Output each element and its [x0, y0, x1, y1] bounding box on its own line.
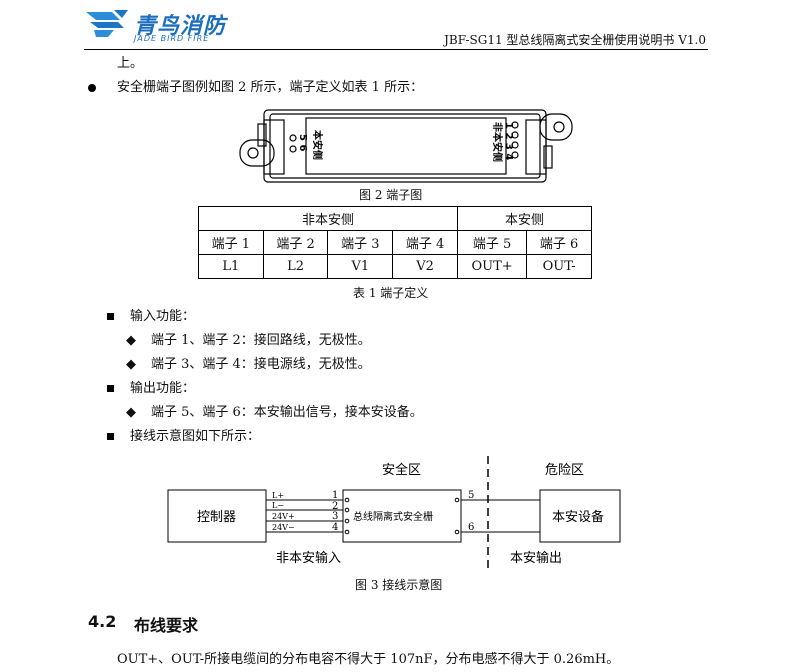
table-column-header: 端子 6: [526, 230, 592, 255]
logo-english-name: JADE BIRD FIRE: [134, 34, 210, 43]
terminal-device-drawing: 本安侧 5 6 非本安侧 1 2 3 4: [239, 109, 573, 183]
wiring-diagram-title: 接线示意图如下所示：: [130, 429, 261, 444]
square-bullet-icon: [107, 313, 114, 320]
terminal-number: 5: [468, 490, 474, 501]
table-1-caption: 表 1 端子定义: [353, 286, 429, 300]
bullet-dot-icon: [88, 84, 96, 92]
table-group-header: 非本安侧: [198, 206, 458, 231]
input-item-2: 端子 3、端子 4：接电源线，无极性。: [151, 357, 371, 372]
table-cell: L2: [262, 254, 329, 279]
logo-chinese-name: 青鸟消防: [134, 14, 227, 39]
figure-2-caption: 图 2 端子图: [359, 188, 423, 202]
diamond-bullet-icon: ◆: [126, 357, 136, 372]
terminal-number: 6: [468, 522, 474, 533]
section-title: 布线要求: [134, 616, 199, 635]
device-right-numbers: 1 2 3 4: [503, 122, 514, 160]
table-group-header: 本安侧: [456, 206, 593, 231]
section-number: 4.2: [88, 612, 117, 631]
jade-bird-logo-icon: [86, 10, 128, 37]
terminal-number: 4: [332, 522, 338, 533]
device-left-numbers: 5 6: [297, 134, 308, 151]
output-function-title: 输出功能：: [130, 381, 196, 396]
danger-zone-label: 危险区: [545, 463, 584, 478]
wire-label: 24V−: [272, 523, 295, 532]
table-cell: L1: [198, 254, 264, 279]
safe-zone-label: 安全区: [382, 462, 421, 478]
diamond-bullet-icon: ◆: [126, 405, 136, 420]
table-column-header: 端子 5: [456, 230, 528, 255]
table-column-header: 端子 4: [392, 230, 458, 255]
device-box: [539, 489, 621, 543]
terminal-intro-text: 安全栅端子图例如图 2 所示，端子定义如表 1 所示：: [117, 80, 424, 95]
diamond-bullet-icon: ◆: [126, 333, 136, 348]
barrier-label: 总线隔离式安全栅: [353, 510, 433, 523]
table-cell: V2: [392, 254, 458, 279]
wire-label: L+: [272, 491, 284, 500]
wiring-requirement-text: OUT+、OUT-所接电缆间的分布电容不得大于 107nF，分布电感不得大于 0…: [117, 652, 620, 667]
non-is-input-label: 非本安输入: [276, 550, 341, 566]
controller-label: 控制器: [197, 510, 236, 525]
controller-box: [167, 489, 267, 543]
table-cell: OUT-: [526, 254, 592, 279]
table-column-header: 端子 3: [327, 230, 394, 255]
device-right-label: 非本安侧: [491, 122, 504, 162]
wire-label: L−: [272, 501, 284, 510]
wire-label: 24V+: [272, 512, 295, 521]
terminal-number: 1: [332, 490, 338, 501]
continued-line: 上。: [117, 56, 144, 71]
document-title: JBF-SG11 型总线隔离式安全栅使用说明书 V1.0: [444, 33, 706, 47]
header-divider: [84, 49, 708, 50]
device-left-label: 本安侧: [311, 130, 324, 160]
input-function-title: 输入功能：: [130, 309, 196, 324]
terminal-number: 3: [332, 511, 338, 522]
is-output-label: 本安输出: [510, 550, 562, 566]
table-column-header: 端子 1: [198, 230, 264, 255]
square-bullet-icon: [107, 433, 114, 440]
input-item-1: 端子 1、端子 2：接回路线，无极性。: [151, 333, 371, 348]
square-bullet-icon: [107, 385, 114, 392]
terminal-number: 2: [332, 501, 338, 512]
wiring-diagram: 安全区 危险区 控制器 总线隔离式安全栅 本安设备 非本安输入 本安输出 L+ …: [167, 456, 621, 568]
output-item-1: 端子 5、端子 6：本安输出信号，接本安设备。: [151, 405, 423, 420]
barrier-box: [342, 489, 462, 543]
figure-3-caption: 图 3 接线示意图: [355, 578, 443, 592]
terminal-definition-table: 非本安侧 本安侧 端子 1 端子 2 端子 3 端子 4 端子 5 端子 6 L…: [198, 206, 593, 279]
device-label: 本安设备: [552, 509, 604, 525]
table-cell: OUT+: [456, 254, 528, 279]
table-cell: V1: [327, 254, 394, 279]
table-column-header: 端子 2: [262, 230, 329, 255]
header: 青鸟消防 JADE BIRD FIRE JBF-SG11 型总线隔离式安全栅使用…: [0, 0, 792, 50]
